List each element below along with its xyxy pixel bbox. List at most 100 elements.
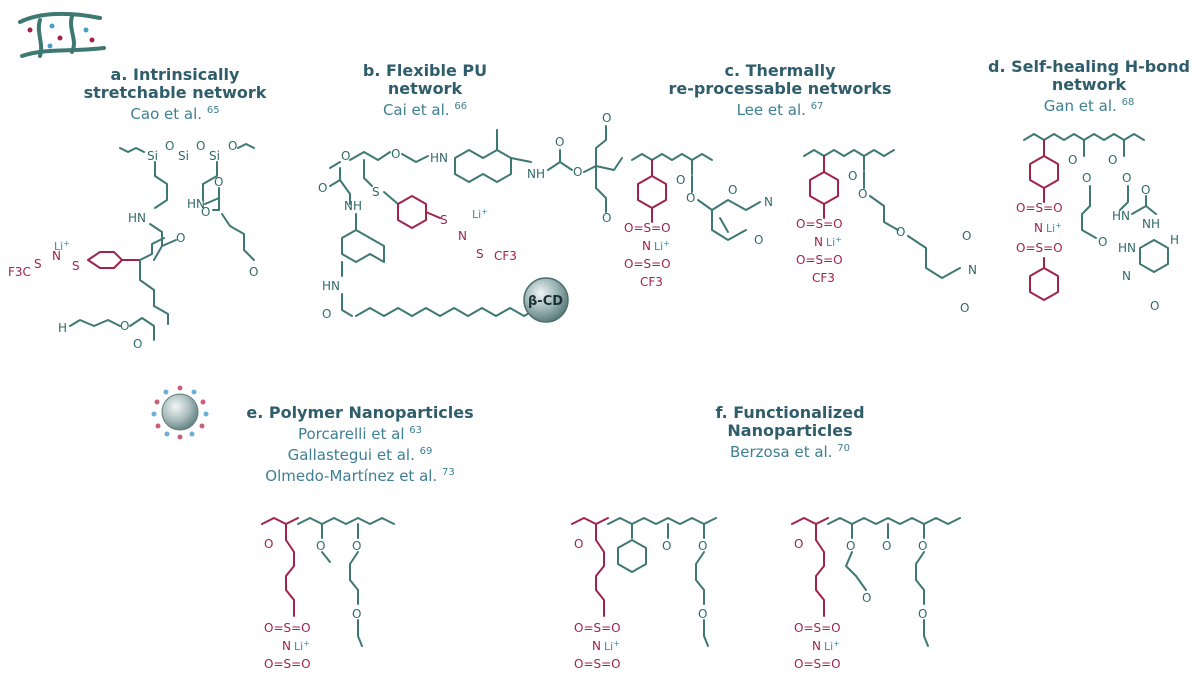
atom-si-3: Si bbox=[209, 149, 220, 163]
atom-o-d4: O bbox=[1108, 153, 1117, 167]
atom-n-d2: N bbox=[1122, 269, 1131, 283]
atom-n-c4: N bbox=[968, 263, 977, 277]
atom-o-d7: O bbox=[1150, 299, 1159, 313]
panel-e-ref-2: Gallastegui et al. 69 bbox=[230, 443, 490, 464]
atom-o-e1: O bbox=[264, 537, 273, 551]
atom-o-1: O bbox=[165, 139, 174, 153]
atom-s-b: S bbox=[372, 185, 380, 199]
panel-f-ref-num: 70 bbox=[837, 443, 851, 454]
atom-f3c-a: F3C bbox=[8, 265, 31, 279]
panel-b-ref: Cai et al. 66 bbox=[330, 98, 520, 119]
atom-o-c8: O bbox=[960, 301, 969, 315]
panel-c-ref-num: 67 bbox=[810, 101, 824, 112]
atom-n-a: N bbox=[52, 249, 61, 263]
atom-si-2: Si bbox=[178, 149, 189, 163]
panel-a-title-line1: a. Intrinsically bbox=[110, 65, 240, 84]
atom-n-f1: N bbox=[592, 639, 601, 653]
atom-so2-f4: O=S=O bbox=[794, 657, 841, 671]
panel-a-title-line2: stretchable network bbox=[83, 83, 267, 102]
atom-h-d: H bbox=[1170, 233, 1179, 247]
atom-o-f8: O bbox=[882, 539, 891, 553]
atom-hn-d2: HN bbox=[1118, 241, 1136, 255]
ion-li-a: Li+ bbox=[54, 239, 70, 253]
panel-e-ref-2-num: 69 bbox=[419, 446, 433, 457]
atom-so2-f3: O=S=O bbox=[794, 621, 841, 635]
atom-o-d1: O bbox=[1068, 153, 1077, 167]
panel-f-title-line2: Nanoparticles bbox=[727, 421, 853, 440]
atom-n-d: N bbox=[1034, 221, 1043, 235]
panel-a-header: a. Intrinsically stretchable network Cao… bbox=[60, 65, 290, 124]
atom-n-c2: N bbox=[814, 235, 823, 249]
atom-o-f9: O bbox=[918, 539, 927, 553]
atom-o-b7: O bbox=[318, 181, 327, 195]
atom-s-b1: S bbox=[440, 213, 448, 227]
atom-o-f7: O bbox=[862, 591, 871, 605]
atom-o-f3: O bbox=[698, 539, 707, 553]
atom-n-b: N bbox=[458, 229, 467, 243]
atom-o-f5: O bbox=[794, 537, 803, 551]
atom-o-d5: O bbox=[1122, 171, 1131, 185]
atom-o-b1: O bbox=[341, 149, 350, 163]
panel-f-header: f. Functionalized Nanoparticles Berzosa … bbox=[690, 403, 890, 462]
atom-s-b2: S bbox=[476, 247, 484, 261]
atom-nh-b1: NH bbox=[527, 167, 545, 181]
atom-hn-b1: HN bbox=[430, 151, 448, 165]
ion-li-c1: Li+ bbox=[654, 239, 670, 253]
atom-cf3-c2: CF3 bbox=[812, 271, 835, 285]
atom-o-f4: O bbox=[698, 607, 707, 621]
atom-o-a6: O bbox=[201, 205, 210, 219]
panel-f-title-line1: f. Functionalized bbox=[715, 403, 865, 422]
atom-n-c3: N bbox=[764, 195, 773, 209]
atom-nh-b2: NH bbox=[344, 199, 362, 213]
ion-li-f1: Li+ bbox=[604, 639, 620, 653]
panel-b-ref-text: Cai et al. bbox=[382, 101, 450, 119]
atom-cf3-b: CF3 bbox=[494, 249, 517, 263]
panel-e-header: e. Polymer Nanoparticles Porcarelli et a… bbox=[230, 404, 490, 486]
atom-o-b8: O bbox=[322, 307, 331, 321]
panel-e-ref-3: Olmedo-Martínez et al. 73 bbox=[230, 464, 490, 485]
structure-a: Si O Si O Si O HN O HN O O O F3C S N Li+ bbox=[8, 139, 258, 351]
structure-d: O=S=O N Li+ O=S=O O O O O O HN O NH HN H… bbox=[1016, 133, 1179, 313]
panel-a-ref-num: 65 bbox=[206, 105, 220, 116]
atom-o-2: O bbox=[196, 139, 205, 153]
panel-c-title-line2: re-processable networks bbox=[668, 79, 892, 98]
panel-e-ref-1-text: Porcarelli et al bbox=[297, 425, 405, 443]
atom-so2-e2: O=S=O bbox=[264, 657, 311, 671]
ion-li-f2: Li+ bbox=[824, 639, 840, 653]
atom-o-c7: O bbox=[896, 225, 905, 239]
structure-b: O O HN NH O O O O O NH S bbox=[318, 111, 623, 323]
atom-o-a5: O bbox=[214, 175, 223, 189]
atom-o-c1: O bbox=[676, 173, 685, 187]
panel-e-ref-3-text: Olmedo-Martínez et al. bbox=[265, 467, 438, 485]
atom-o-e3: O bbox=[352, 539, 361, 553]
panel-e-ref-2-text: Gallastegui et al. bbox=[287, 446, 415, 464]
atom-o-c9: O bbox=[962, 229, 971, 243]
atom-so2-f2: O=S=O bbox=[574, 657, 621, 671]
atom-o-d6: O bbox=[1141, 183, 1150, 197]
structure-c: O=S=O N Li+ O=S=O CF3 O O O N O O=S=O N … bbox=[624, 149, 977, 315]
atom-o-a7: O bbox=[249, 265, 258, 279]
atom-si-1: Si bbox=[147, 149, 158, 163]
panel-a-ref-text: Cao et al. bbox=[130, 105, 203, 123]
atom-s-a2: S bbox=[72, 259, 80, 273]
network-icon bbox=[18, 11, 106, 58]
atom-so2-c2: O=S=O bbox=[624, 257, 671, 271]
atom-o-f1: O bbox=[574, 537, 583, 551]
panel-d-title-line1: d. Self-healing H-bond bbox=[987, 57, 1191, 76]
atom-o-c5: O bbox=[848, 169, 857, 183]
ion-li-b: Li+ bbox=[472, 207, 488, 221]
panel-e-ref-1-num: 63 bbox=[409, 425, 423, 436]
panel-d-title-line2: network bbox=[1051, 75, 1127, 94]
panel-b-header: b. Flexible PU network Cai et al. 66 bbox=[330, 62, 520, 120]
atom-o-b4: O bbox=[573, 165, 582, 179]
panel-f-ref-text: Berzosa et al. bbox=[729, 443, 833, 461]
atom-so2-d1: O=S=O bbox=[1016, 201, 1063, 215]
panel-c-header: c. Thermally re-processable networks Lee… bbox=[660, 62, 900, 120]
panel-b-ref-num: 66 bbox=[454, 101, 468, 112]
atom-so2-c4: O=S=O bbox=[796, 253, 843, 267]
ion-li-c2: Li+ bbox=[826, 235, 842, 249]
panel-c-ref: Lee et al. 67 bbox=[660, 98, 900, 119]
atom-o-f10: O bbox=[918, 607, 927, 621]
atom-o-f2: O bbox=[662, 539, 671, 553]
